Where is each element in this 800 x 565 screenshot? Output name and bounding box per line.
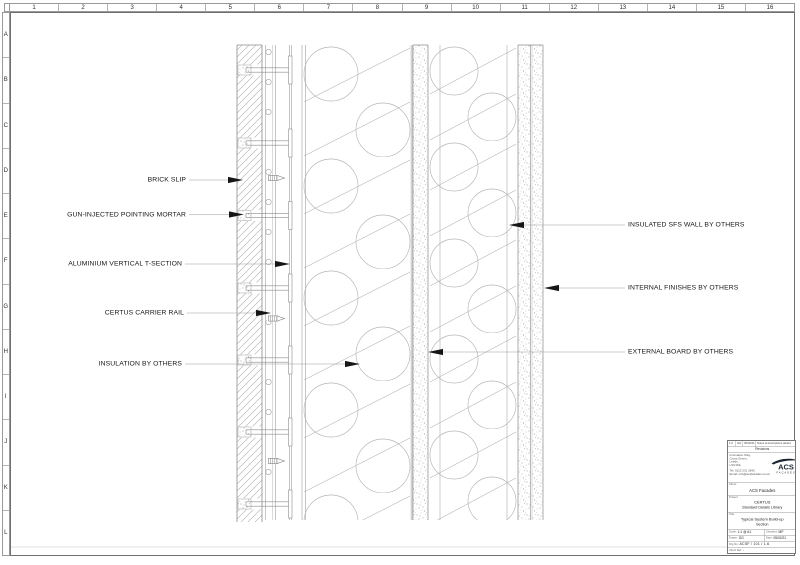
fixing-screws [266, 174, 286, 465]
callout-external-board: EXTERNAL BOARD BY OTHERS [628, 348, 734, 356]
project-subname: Standard Details Library [742, 505, 783, 510]
top-ruler-cell: 16 [766, 4, 774, 11]
company-address: Innovation Way,Cross Green,Leeds,LS9 0DL… [728, 453, 770, 483]
ruler-corner [5, 3, 10, 11]
date-label: Date: [765, 536, 773, 540]
left-ruler-cell: C [2, 104, 9, 149]
sfs-insulation-band [428, 45, 519, 520]
client-ref-row: Client Ref: - [728, 548, 795, 553]
revision-cell: Notes & descriptions added [757, 442, 791, 445]
project-section: Project: CERTUS Standard Details Library [728, 496, 795, 513]
address-line: Innovation Way, [729, 454, 751, 457]
logo-text: ACS [778, 463, 794, 472]
drawing-title-line1: Typical System Build-up [740, 517, 784, 522]
top-ruler-cell: 5 [206, 3, 256, 11]
left-ruler-cell: L [4, 529, 8, 536]
top-ruler-cell: 7 [304, 3, 354, 11]
checked-label: Checked: [765, 530, 778, 534]
left-ruler-cell: G [2, 285, 9, 330]
callout-insulation: INSULATION BY OTHERS [98, 360, 182, 368]
client-ref-label: Client Ref: [729, 549, 742, 552]
top-ruler-cell: 8 [353, 3, 403, 11]
client-value: ACS Facades [749, 488, 776, 493]
left-ruler-cell: D [2, 149, 9, 194]
callout-sfs-wall: INSULATED SFS WALL BY OTHERS [628, 221, 745, 229]
left-ruler-cell: B [2, 58, 9, 104]
client-label: Client: [729, 483, 737, 486]
top-ruler-cell: 14 [648, 3, 697, 11]
title-section: Title: Typical System Build-up Section [728, 513, 795, 530]
client-section: Client: ACS Facades [728, 483, 795, 496]
logo-swoosh [771, 458, 795, 465]
scale-checked-row: Scale:1:1 @ A1 Checked:MP [728, 529, 795, 536]
project-name: CERTUS [754, 500, 771, 505]
revision-cell: GG [737, 441, 743, 447]
scale-value: 1:1 @ A1 [737, 530, 752, 535]
top-ruler-cell: 15 [697, 3, 746, 11]
top-ruler-cell: 12 [550, 3, 599, 11]
top-ruler-cell: 3 [108, 3, 158, 11]
callout-brick-slip: BRICK SLIP [147, 176, 186, 184]
drg-no-value: ACSF / 101 / 1.6 [739, 542, 770, 547]
leader-lines [185, 179, 625, 365]
left-ruler-cell: J [2, 420, 9, 466]
scale-label: Scale: [729, 530, 737, 534]
client-ref-value: - [742, 548, 744, 553]
left-ruler-cell: I [2, 375, 9, 421]
left-ruler-cell: H [2, 330, 9, 375]
title-label: Title: [729, 513, 735, 516]
company-tel: Tel: 0113 231 2842 [729, 469, 755, 473]
drawn-label: Drawn: [729, 536, 738, 540]
top-ruler-cell: 13 [599, 3, 648, 11]
logo-subtext: FAÇADES [777, 471, 796, 474]
drawn-value: GG [738, 536, 744, 541]
drawing-frame [10, 12, 795, 556]
checked-value: MP [778, 530, 784, 535]
company-block: Innovation Way,Cross Green,Leeds,LS9 0DL… [728, 453, 796, 483]
revision-cell: 1.6 [728, 441, 736, 447]
rail-fixings [265, 48, 272, 475]
support-brackets [245, 55, 293, 519]
callout-t-section: ALUMINIUM VERTICAL T-SECTION [68, 260, 182, 268]
drg-no-label: Drg No: [729, 543, 739, 546]
top-ruler-cell: 9 [403, 3, 452, 11]
date-value: 05/02/21 [773, 536, 787, 541]
callout-carrier-rail: CERTUS CARRIER RAIL [104, 309, 184, 317]
top-ruler-cell: 6 [255, 3, 305, 11]
drawing-title-line2: Section [755, 522, 769, 527]
drawn-date-row: Drawn:GG Date:05/02/21 [728, 535, 795, 542]
internal-boards [518, 44, 544, 520]
company-email: Email: info@acsfacades.co.uk [729, 472, 770, 476]
address-line: Leeds, [729, 460, 739, 464]
top-ruler-cell: 1 [10, 3, 60, 11]
brick-slip-band [236, 44, 263, 522]
leader-arrows [228, 176, 559, 368]
carrier-rail [265, 45, 276, 520]
external-board [410, 44, 429, 520]
left-ruler-cell: K [2, 466, 9, 511]
left-ruler-cell: E [2, 194, 9, 240]
callout-internal-finishes: INTERNAL FINISHES BY OTHERS [628, 284, 739, 292]
insulation-band-1 [301, 45, 413, 520]
address-line: Cross Green, [729, 457, 748, 461]
drawing-number-row: Drg No: ACSF / 101 / 1.6 [728, 542, 795, 548]
acs-logo: ACS FAÇADES [770, 453, 796, 483]
top-ruler-cell: 10 [452, 3, 501, 11]
address-line: LS9 0DL [729, 463, 742, 467]
revision-cell: 05/02/21 [744, 441, 756, 447]
left-ruler-cell: A [2, 13, 9, 59]
callout-pointing-mortar: GUN-INJECTED POINTING MORTAR [67, 211, 186, 218]
left-ruler-cell: F [2, 239, 9, 285]
project-label: Project: [729, 496, 739, 499]
revisions-header: Revisions [728, 447, 795, 453]
top-ruler-cell: 4 [157, 3, 207, 11]
top-ruler-cell: 11 [501, 3, 550, 11]
top-ruler-cell: 2 [59, 3, 109, 11]
